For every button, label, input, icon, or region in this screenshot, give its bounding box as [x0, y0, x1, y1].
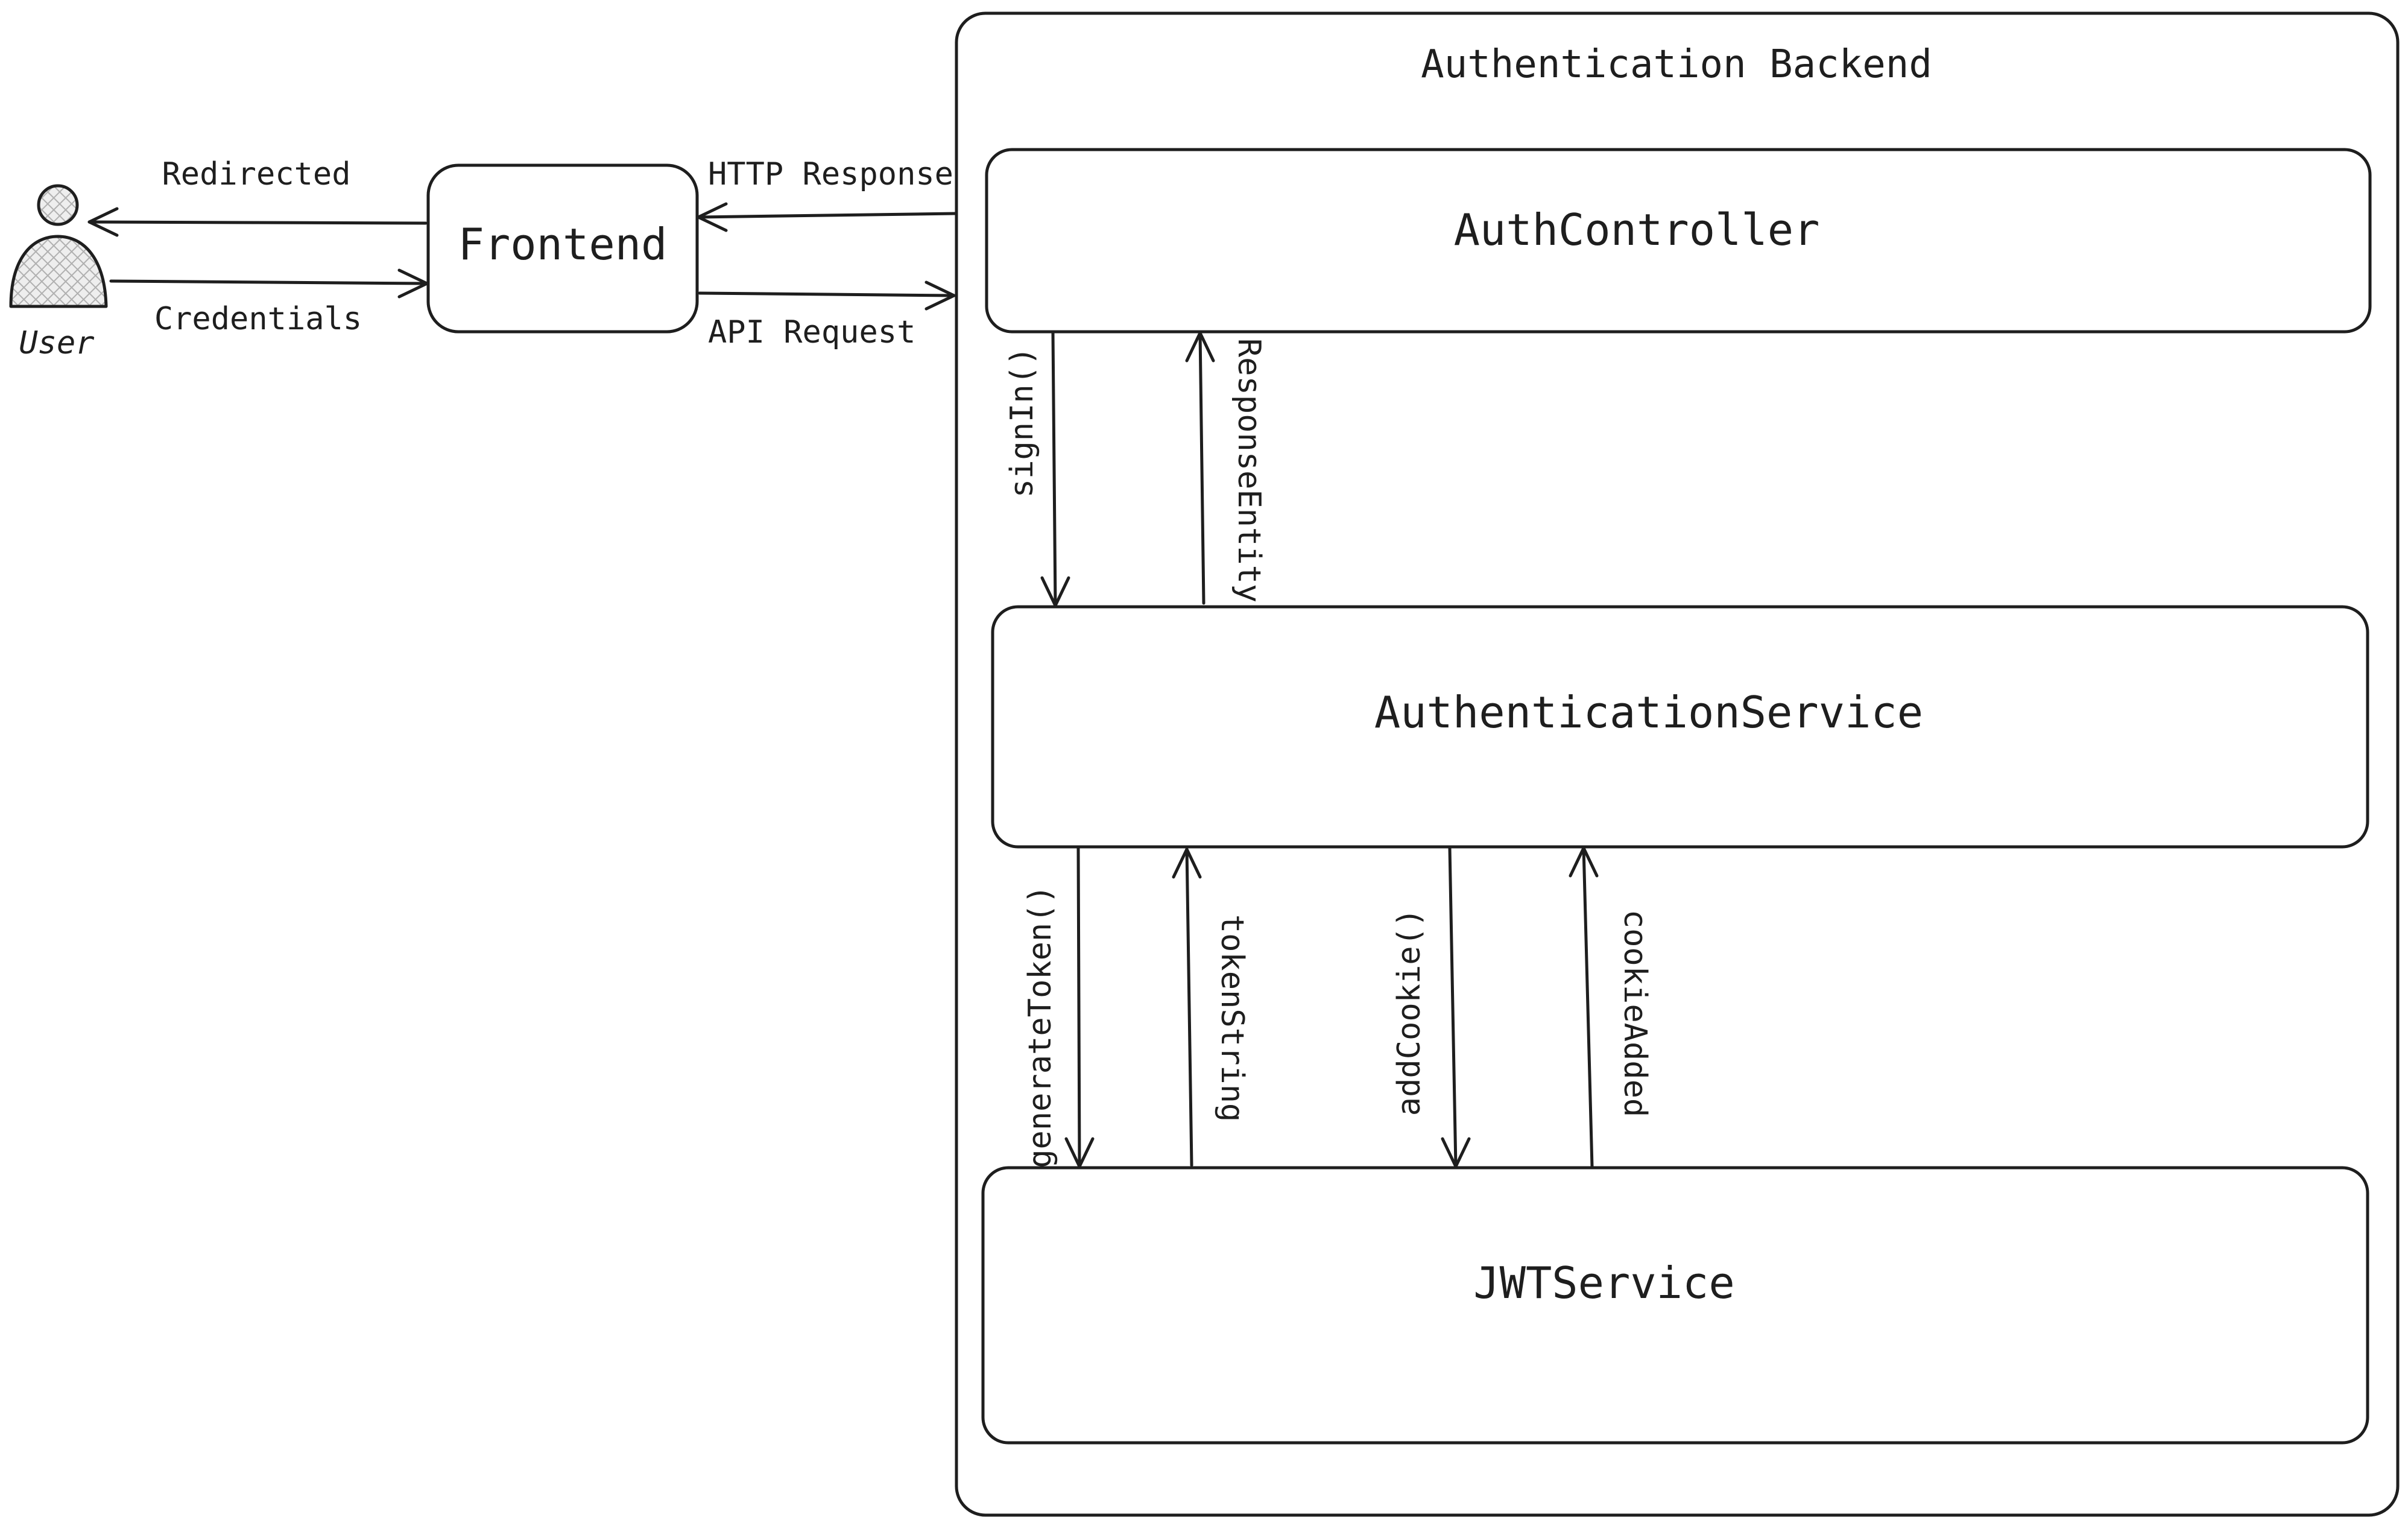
- authentication-service-label: AuthenticationService: [1374, 687, 1923, 738]
- add-cookie-arrow: [1441, 846, 1471, 1168]
- redirected-label: Redirected: [162, 156, 350, 192]
- credentials-arrow: [109, 268, 429, 299]
- cookie-added-label: cookieAdded: [1617, 910, 1653, 1117]
- http-response-arrow: [697, 202, 957, 232]
- user-label: User: [19, 325, 94, 361]
- http-response-label: HTTP Response: [708, 156, 953, 192]
- add-cookie-label: addCookie(): [1391, 908, 1427, 1116]
- api-request-label: API Request: [708, 314, 915, 350]
- api-request-arrow: [698, 280, 956, 311]
- redirected-arrow: [87, 207, 428, 237]
- user-icon: [9, 184, 108, 308]
- auth-controller-label: AuthController: [1454, 204, 1820, 255]
- generate-token-label: generateToken(): [1022, 885, 1058, 1168]
- token-string-arrow: [1172, 847, 1202, 1167]
- generate-token-arrow: [1064, 846, 1095, 1168]
- cookie-added-arrow: [1569, 846, 1599, 1168]
- response-entity-arrow: [1185, 331, 1215, 605]
- authentication-service-box[interactable]: [991, 605, 2369, 849]
- jwt-service-box[interactable]: [981, 1166, 2369, 1445]
- sign-in-arrow: [1040, 331, 1070, 607]
- frontend-box[interactable]: [426, 163, 699, 334]
- token-string-label: tokenString: [1214, 914, 1250, 1122]
- backend-title: Authentication Backend: [1421, 42, 1932, 87]
- auth-controller-box[interactable]: [985, 148, 2372, 334]
- jwt-service-label: JWTService: [1473, 1258, 1734, 1308]
- credentials-label: Credentials: [154, 301, 362, 337]
- frontend-label: Frontend: [458, 219, 668, 270]
- sign-in-label: signIn(): [1004, 347, 1040, 498]
- response-entity-label: ResponseEntity: [1231, 338, 1267, 603]
